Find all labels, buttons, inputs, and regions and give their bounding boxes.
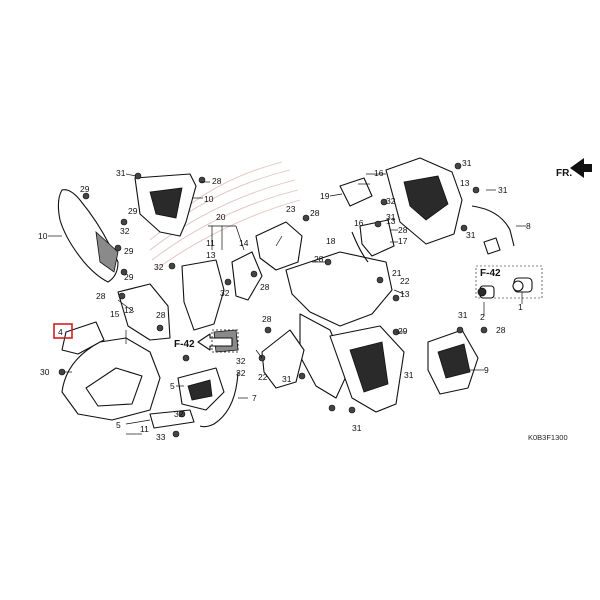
callout-32f: 32 [174,409,184,419]
callout-29d: 29 [124,272,134,282]
callout-24: 20 [216,212,226,222]
ref-f42-left: F-42 [174,339,195,350]
callout-4: 4 [58,327,63,337]
leader-lines [48,173,526,435]
callout-29e: 29 [398,326,408,336]
part-19-inner-cover[interactable] [117,283,171,341]
callout-31h: 31 [404,370,414,380]
part-5-bracket[interactable] [149,409,195,429]
callout-1: 1 [518,302,523,312]
callout-15: 11 [206,238,215,248]
part-14-left-cover[interactable] [57,189,119,283]
callout-17: 13 [206,250,216,260]
wire-7[interactable] [199,371,239,428]
callout-32d: 32 [236,356,246,366]
part-27-bracket[interactable] [255,221,303,271]
callout-28h: 28 [398,225,408,235]
callout-29: 29 [80,184,90,194]
callout-26b: 22 [400,276,410,286]
callout-18: 14 [239,238,249,248]
callout-30: 30 [40,367,50,377]
callout-31c: 31 [462,158,472,168]
callout-28f: 28 [310,208,320,218]
callout-29b: 29 [128,206,138,216]
f42-arrow [197,329,239,353]
part-center-duct[interactable] [181,251,263,353]
callout-28: 28 [212,176,222,186]
callout-28b: 28 [260,282,270,292]
callout-9: 9 [484,365,489,375]
callout-8: 8 [526,221,531,231]
callout-31f: 31 [466,230,476,240]
callout-31i: 31 [352,423,362,433]
callout-31e: 31 [386,212,396,222]
callout-17b: 13 [386,216,396,226]
callout-12: 12 [124,305,134,315]
ref-f42-right: F-42 [480,268,501,279]
diagram-code: K0B3F1300 [528,433,568,442]
part-6-tray[interactable] [177,367,225,411]
part-16-right-panel[interactable] [385,157,463,245]
callout-31b: 31 [282,374,292,384]
front-label: FR. [556,168,572,179]
part-f42-small[interactable] [483,237,501,255]
callout-32g: 32 [386,196,396,206]
callout-31d: 31 [498,185,508,195]
callout-labels: 31 28 10 29 29 10 32 29 29 20 11 14 13 3… [38,158,572,442]
callout-27: 23 [286,204,296,214]
callout-2: 2 [480,312,485,322]
highlight-box [53,323,73,339]
callout-11: 11 [140,424,149,434]
callout-25: 21 [392,268,402,278]
callout-16: 16 [374,168,384,178]
part-main-body[interactable] [261,251,405,413]
front-arrow-icon [570,158,592,178]
callout-5: 5 [116,420,121,430]
wire-8[interactable] [471,205,515,247]
callout-19: 15 [110,309,120,319]
part-12-lower-cover[interactable] [61,337,161,421]
callout-20: 16 [354,218,364,228]
callout-32c: 32 [220,288,230,298]
callout-28g: 28 [314,254,324,264]
part-20-bracket[interactable] [359,219,395,257]
f42-inset [475,265,543,299]
callout-32b: 32 [154,262,164,272]
callout-32: 32 [120,226,130,236]
callout-23: 19 [320,191,330,201]
part-2-socket[interactable] [477,285,495,299]
callout-6: 5 [170,381,175,391]
wire-25[interactable] [351,231,369,263]
part-9-right-cover[interactable] [427,329,479,395]
callout-26: 22 [258,372,268,382]
callout-29c: 29 [124,246,134,256]
callout-7: 7 [252,393,257,403]
part-10-upper-panel[interactable] [134,173,197,237]
callout-10: 10 [204,194,214,204]
callout-21: 17 [398,236,408,246]
callout-28e: 28 [262,314,272,324]
callout-31: 31 [116,168,126,178]
callout-14: 10 [38,231,48,241]
callout-28c: 28 [96,291,106,301]
callout-28i: 28 [496,325,506,335]
callout-22: 18 [326,236,336,246]
callout-33: 33 [156,432,166,442]
callout-31g: 31 [458,310,468,320]
callout-32e: 32 [236,368,246,378]
part-1-cap[interactable] [512,277,533,293]
callout-28d: 28 [156,310,166,320]
part-23-box[interactable] [339,177,373,207]
callout-17c: 13 [460,178,470,188]
callout-13: 13 [400,289,410,299]
